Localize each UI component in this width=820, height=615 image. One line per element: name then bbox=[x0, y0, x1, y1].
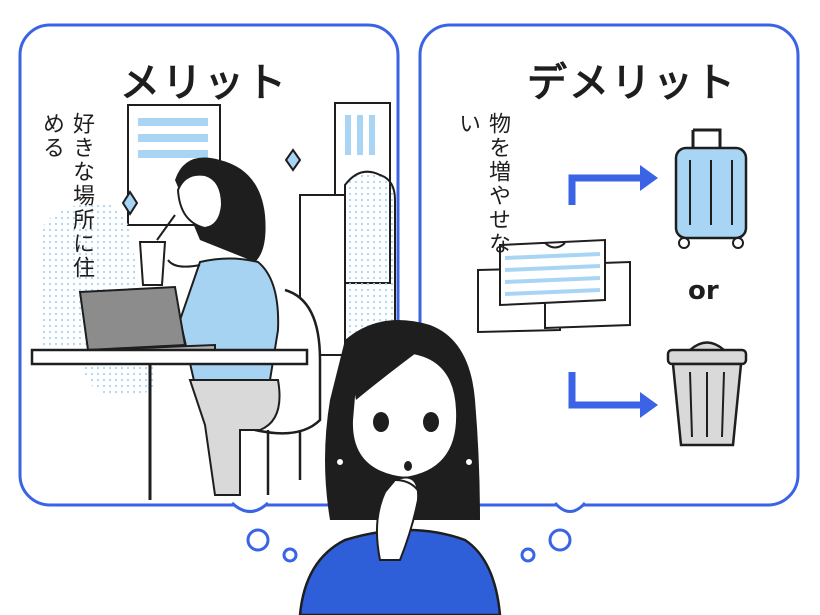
thought-dot-small bbox=[520, 547, 536, 563]
sparkle-icon bbox=[284, 148, 302, 172]
arrow-right-icon bbox=[640, 392, 658, 418]
arrow-right-icon bbox=[568, 372, 640, 409]
suitcase-icon bbox=[674, 128, 748, 249]
laptop bbox=[78, 285, 187, 352]
thought-dot-large bbox=[246, 528, 270, 552]
demerit-title: デメリット bbox=[527, 60, 737, 106]
thinking-woman bbox=[298, 320, 502, 615]
merit-title: メリット bbox=[120, 60, 288, 106]
thought-dot-small bbox=[282, 547, 298, 563]
arrow-right-icon bbox=[640, 165, 658, 191]
demerit-caption: 物を増やせない bbox=[455, 112, 510, 256]
folded-clothes bbox=[477, 238, 631, 334]
arrows bbox=[568, 174, 640, 409]
city-background bbox=[40, 102, 396, 401]
arrow-right-icon bbox=[568, 174, 640, 205]
merit-caption: 好きな場所に住める bbox=[39, 112, 94, 280]
trash-can-icon bbox=[666, 341, 748, 447]
woman-working-cafe bbox=[30, 157, 322, 500]
or-label: or bbox=[688, 276, 719, 306]
sparkle-icon bbox=[121, 190, 139, 216]
thought-dot-large bbox=[548, 528, 572, 552]
